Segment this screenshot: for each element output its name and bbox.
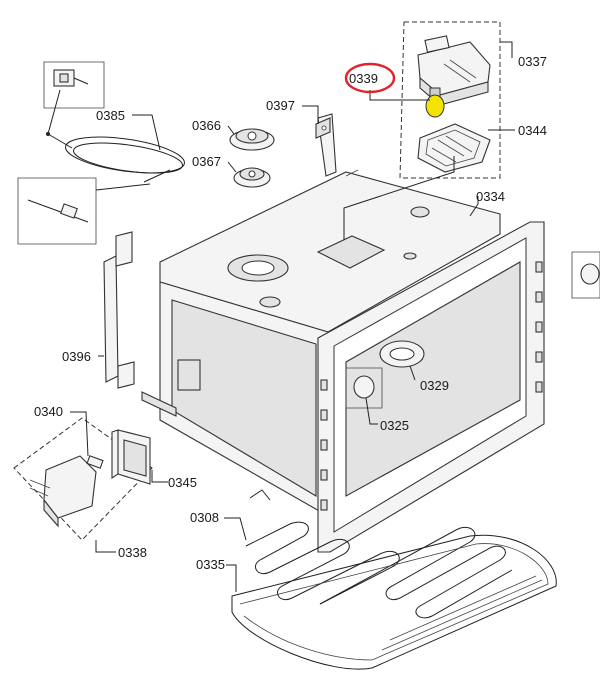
label-0337: 0337 xyxy=(518,54,547,69)
bottom-heater-0335 xyxy=(231,534,557,670)
label-0340: 0340 xyxy=(34,404,63,419)
lamp-assembly-dashed-box xyxy=(399,21,501,179)
probe-tip-icon xyxy=(27,199,89,223)
label-0308: 0308 xyxy=(190,510,219,525)
fan-cover-0366 xyxy=(229,128,275,151)
lamp-housing-0337 xyxy=(417,35,491,107)
probe-cable-coil xyxy=(47,133,185,183)
label-0396: 0396 xyxy=(62,349,91,364)
probe-tip-detail-box xyxy=(17,177,97,245)
lamp-cover-0344 xyxy=(417,123,491,173)
side-rail-slots xyxy=(535,261,543,393)
highlight-circle-0339 xyxy=(344,62,396,94)
label-0338: 0338 xyxy=(118,545,147,560)
label-0397: 0397 xyxy=(266,98,295,113)
switch-0345 xyxy=(111,429,151,485)
bracket-0397 xyxy=(315,113,337,177)
fan-nut-0367 xyxy=(233,167,271,188)
label-0367: 0367 xyxy=(192,154,221,169)
lamp-bulb-0339 xyxy=(425,87,445,118)
probe-socket-icon xyxy=(53,69,89,87)
lamp-0325 xyxy=(345,367,383,409)
oven-cavity-0334 xyxy=(141,169,545,553)
label-0366: 0366 xyxy=(192,118,221,133)
label-0335: 0335 xyxy=(196,557,225,572)
label-0345: 0345 xyxy=(168,475,197,490)
heating-element-0308 xyxy=(245,489,513,619)
label-0325: 0325 xyxy=(380,418,409,433)
label-0329: 0329 xyxy=(420,378,449,393)
fan-ring-0329 xyxy=(379,340,425,368)
label-0334: 0334 xyxy=(476,189,505,204)
label-0344: 0344 xyxy=(518,123,547,138)
lamp-opening xyxy=(316,235,386,269)
side-bracket-0396 xyxy=(103,231,135,389)
front-rail-slots xyxy=(320,379,328,511)
thermostat-0338 xyxy=(29,455,97,528)
label-0339: 0339 xyxy=(349,71,378,86)
sensor-0340 xyxy=(86,455,104,469)
leader-lines xyxy=(70,41,515,592)
probe-socket-detail-box xyxy=(43,61,105,109)
side-vent xyxy=(177,359,201,391)
thermostat-group xyxy=(13,417,153,541)
probe-cable-group xyxy=(17,61,185,245)
label-0385: 0385 xyxy=(96,108,125,123)
side-lamp-detail xyxy=(571,251,600,299)
lamp-assembly-group xyxy=(399,21,501,179)
thermostat-dashed-box xyxy=(13,417,153,541)
